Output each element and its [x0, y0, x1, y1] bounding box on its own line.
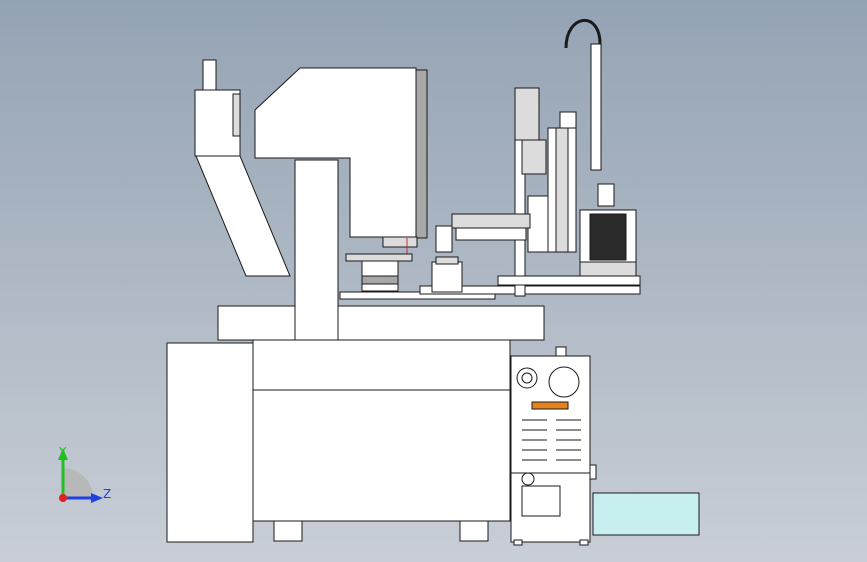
table-rail: [339, 291, 496, 300]
vent-louvers: [522, 419, 581, 461]
cabinet-foot-b: [579, 539, 589, 546]
cable-riser: [590, 43, 602, 171]
z-axis-label: Z: [103, 487, 111, 501]
triad-quadrant: [63, 468, 93, 498]
frame-column: [294, 159, 339, 341]
drag-chain-tower: [514, 87, 540, 141]
fixture-block: [431, 261, 463, 293]
spring-clamp: [597, 183, 615, 207]
servo-motor-top: [559, 111, 577, 129]
feed-chute: [195, 155, 291, 277]
die-holder: [345, 253, 413, 262]
selector-knob-inner: [521, 372, 533, 384]
frame-head-side-shade: [415, 69, 428, 239]
cabinet-foot-left: [273, 520, 303, 542]
vertical-axis-rail: [555, 127, 569, 253]
worktable[interactable]: [339, 233, 641, 300]
horizontal-arm: [451, 213, 531, 229]
triad-origin: [59, 494, 67, 502]
cabinet-top-plate: [217, 305, 545, 341]
attached-module-box: [592, 492, 700, 536]
y-axis-label: Y: [58, 445, 67, 459]
y-axis-arrowhead: [58, 448, 68, 460]
press-c-frame[interactable]: [254, 67, 428, 341]
gantry-robot[interactable]: [435, 18, 641, 297]
base-cabinet[interactable]: [166, 305, 545, 543]
cable-drag-chain: [564, 18, 602, 168]
emergency-stop-button[interactable]: [555, 346, 567, 357]
gantry-base-plate: [497, 275, 641, 286]
z-axis-arrowhead: [91, 493, 103, 503]
orientation-triad[interactable]: Y Z: [58, 445, 111, 503]
tool-magazine-base: [579, 261, 637, 277]
cabinet-main-body: [252, 339, 511, 522]
control-cabinet[interactable]: [510, 346, 700, 546]
horizontal-arm-cover: [455, 227, 527, 241]
cylinder-end-cap: [232, 93, 241, 137]
conveyor-base: [419, 285, 641, 295]
tool-magazine-slots: [589, 213, 627, 261]
fixture-top: [435, 256, 459, 265]
cabinet-foot-a: [513, 539, 523, 546]
gripper-head: [435, 225, 453, 253]
cabinet-foot-right: [459, 520, 489, 542]
cylinder-rod: [202, 59, 217, 91]
viewing-port: [548, 366, 580, 398]
indicator-light-bar: [531, 401, 569, 410]
vertical-axis-carriage: [527, 195, 549, 253]
air-filter-regulator[interactable]: [521, 485, 561, 517]
side-bracket: [589, 464, 597, 480]
machine-assembly[interactable]: [166, 18, 700, 546]
die-shade: [361, 275, 399, 285]
cabinet-side-panel: [166, 342, 254, 543]
servo-motor-left: [521, 139, 547, 175]
ram-block: [382, 236, 418, 248]
left-feeder-assembly[interactable]: [194, 59, 291, 277]
pressure-gauge: [521, 472, 535, 486]
